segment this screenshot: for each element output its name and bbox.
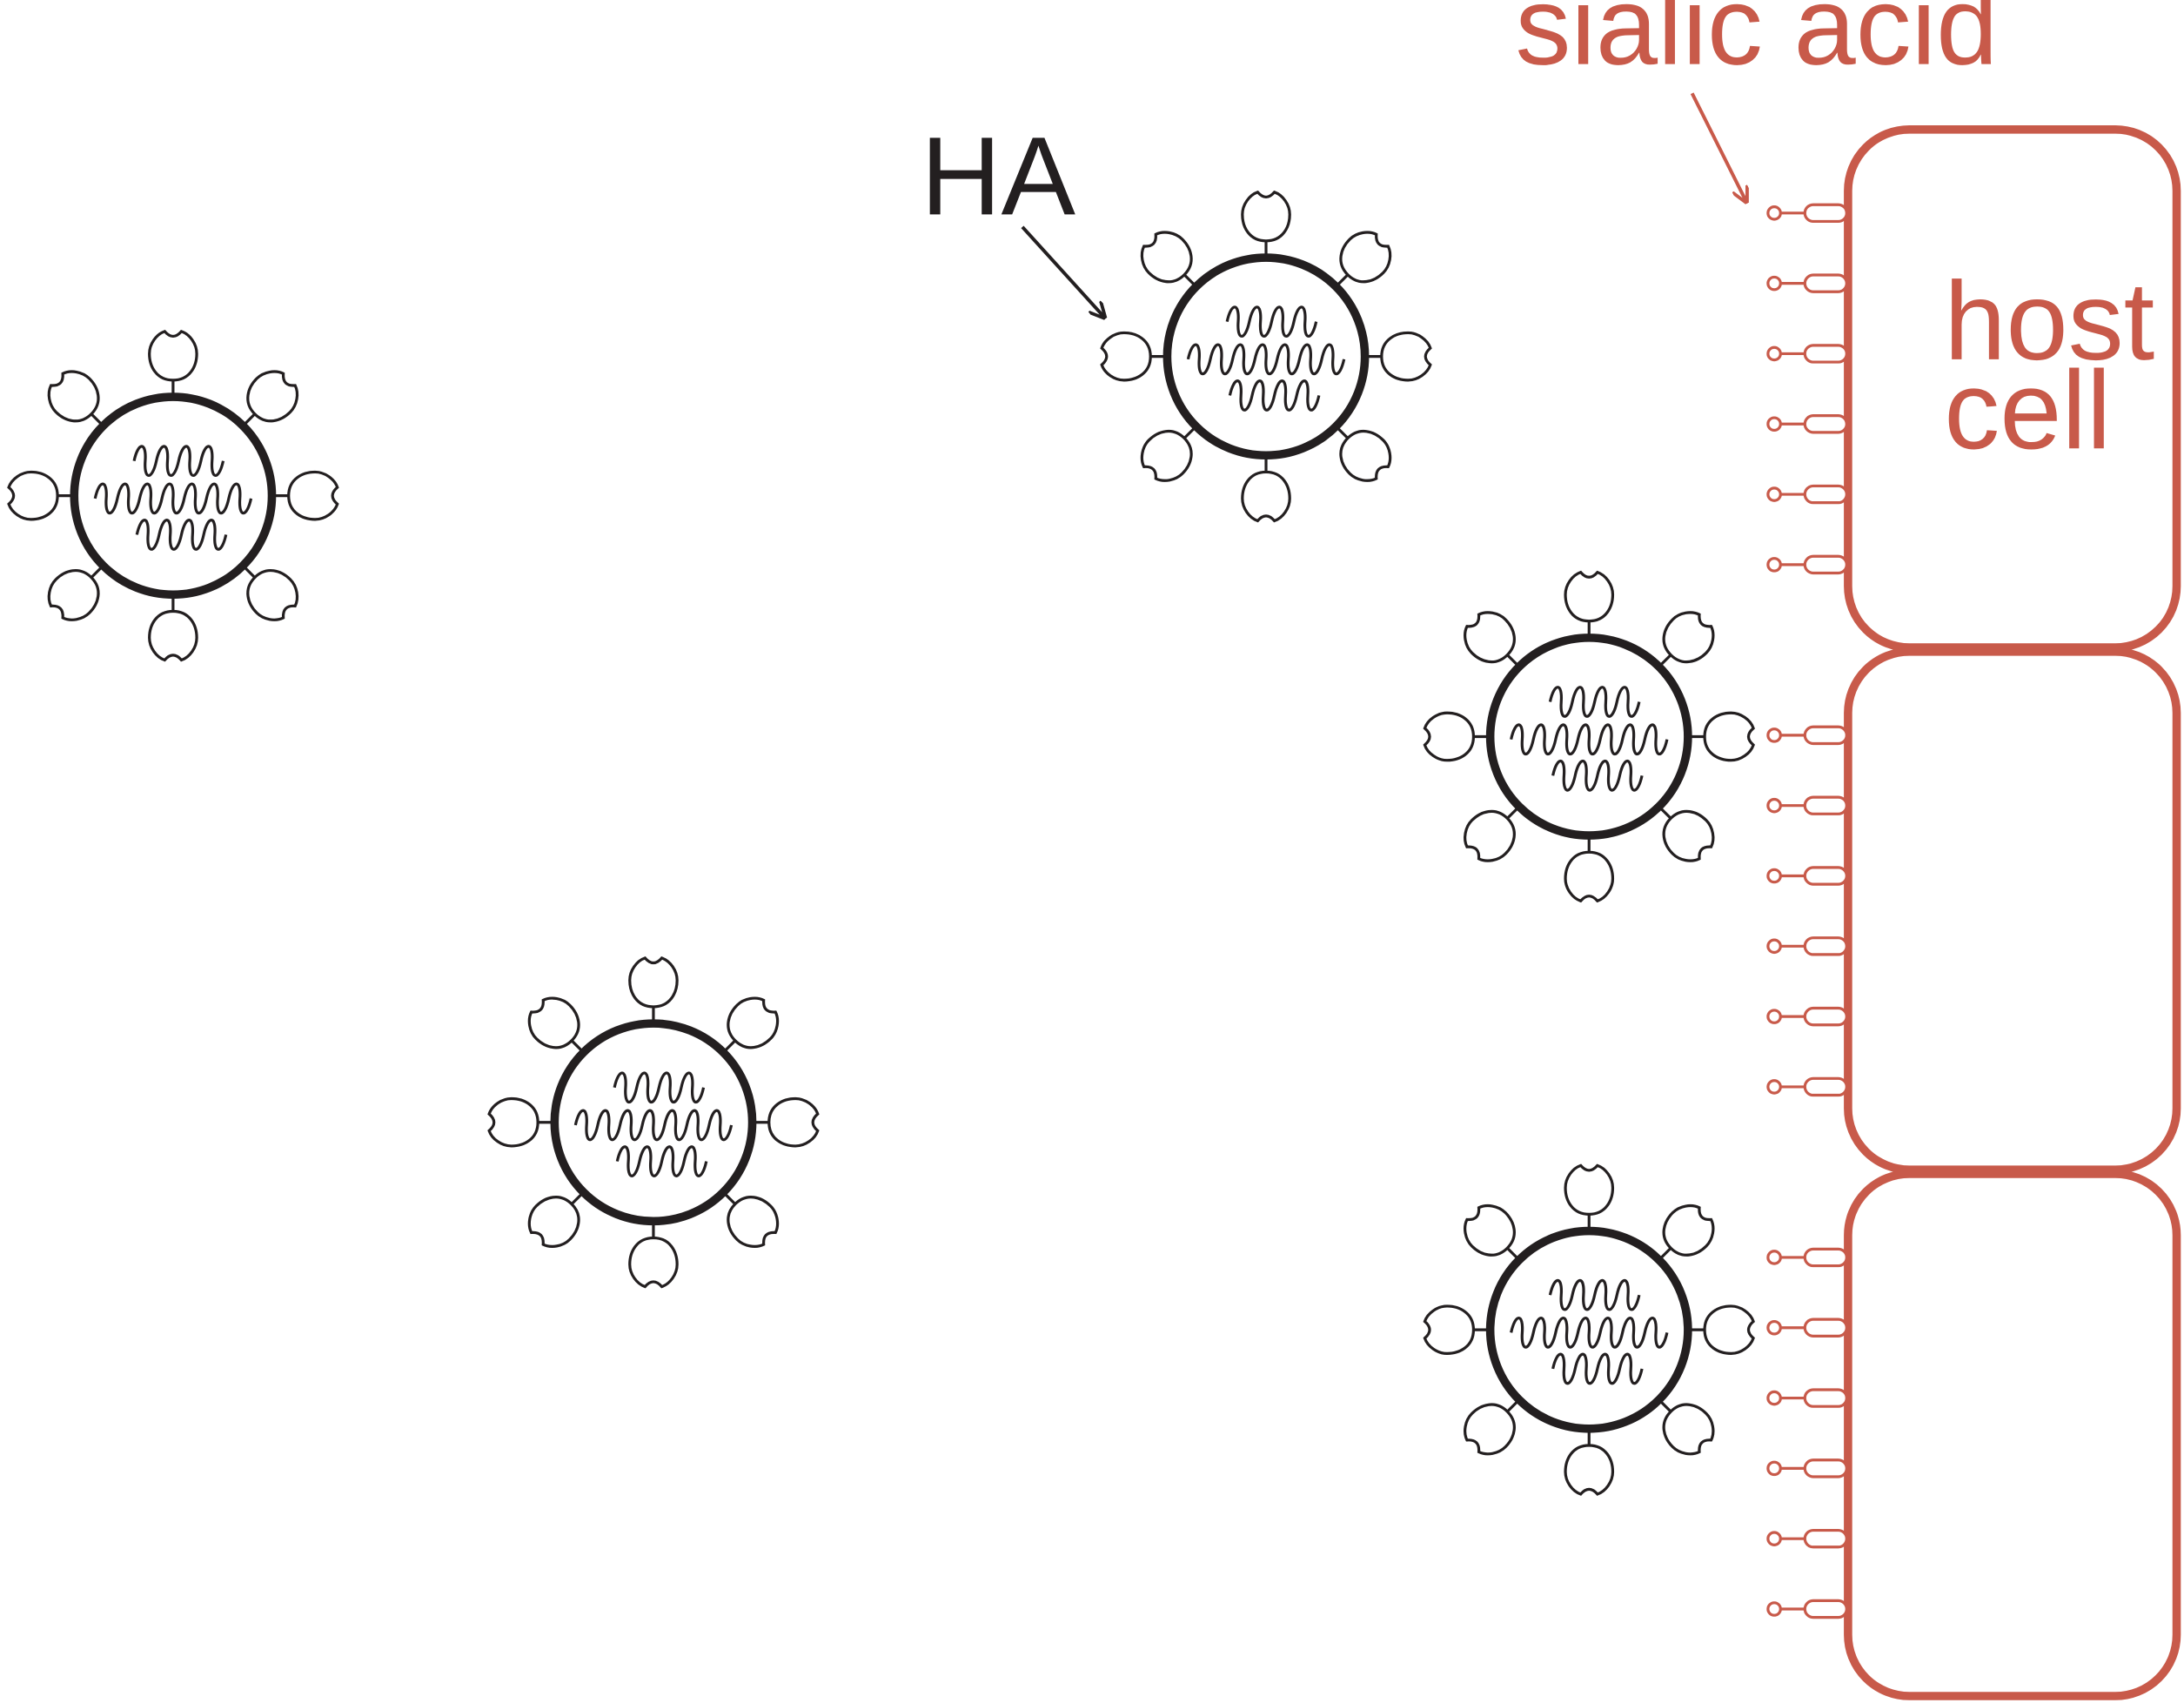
rna-strand xyxy=(1548,686,1641,718)
sialic-acid-receptor xyxy=(1766,725,1848,746)
sialic-acid-receptor xyxy=(1766,1458,1848,1478)
ha-spike xyxy=(1564,1163,1615,1231)
ha-spike xyxy=(1687,711,1755,762)
ha-spike xyxy=(752,1096,820,1148)
rna-strand xyxy=(1186,343,1346,376)
ha-spike xyxy=(527,1190,585,1248)
ha-spike xyxy=(271,470,339,521)
sialic-acid-receptor xyxy=(1766,866,1848,886)
sialic-acid-receptor xyxy=(1766,1528,1848,1549)
ha-spike xyxy=(1140,425,1197,482)
virus-particle xyxy=(1423,1163,1755,1496)
rna-strand xyxy=(1510,723,1669,756)
ha-spike xyxy=(47,564,104,621)
ha-spike xyxy=(242,564,299,621)
sialic-acid-receptor xyxy=(1766,484,1848,505)
ha-label: HA xyxy=(921,114,1075,238)
sialic-acid-receptor xyxy=(1766,554,1848,575)
ha-arrow xyxy=(1021,225,1104,318)
rna-strand xyxy=(613,1071,706,1104)
sialic-acid-receptor xyxy=(1766,1317,1848,1338)
sialic-acid-receptor xyxy=(1766,795,1848,815)
ha-spike xyxy=(1335,231,1392,288)
sialic-acid-receptor xyxy=(1766,1006,1848,1027)
sialic-acid-receptor xyxy=(1766,203,1848,224)
host-cell xyxy=(1766,125,2181,652)
ha-spike xyxy=(527,996,585,1054)
rna-strand xyxy=(615,1145,708,1177)
sialic-acid-receptor xyxy=(1766,1247,1848,1268)
host-cell-group xyxy=(1766,125,2181,1700)
virus-particle xyxy=(1100,190,1432,523)
ha-spike xyxy=(7,470,75,521)
ha-spike xyxy=(1100,331,1168,382)
ha-spike xyxy=(1464,1203,1521,1261)
rna-strand xyxy=(132,445,225,478)
rna-strand xyxy=(1548,1278,1641,1311)
rna-strand xyxy=(135,519,228,551)
sialic-acid-receptor xyxy=(1766,1599,1848,1619)
ha-spike xyxy=(1241,190,1291,258)
ha-spike xyxy=(1658,805,1715,862)
rna-strand xyxy=(1225,305,1318,339)
sialic-acid-receptor xyxy=(1766,936,1848,956)
rna-strand xyxy=(1228,379,1321,412)
ha-spike xyxy=(148,594,198,662)
rna-strand xyxy=(93,482,253,515)
sialic-acid-receptor xyxy=(1766,1076,1848,1097)
ha-spike xyxy=(1687,1304,1755,1355)
ha-spike xyxy=(1658,1203,1715,1261)
ha-spike xyxy=(1564,835,1615,903)
virus-particle xyxy=(1423,570,1755,903)
virus-particle xyxy=(7,329,339,662)
ha-spike xyxy=(1423,1304,1491,1355)
ha-spike xyxy=(1564,570,1615,638)
sialic-acid-receptor xyxy=(1766,344,1848,364)
rna-strand xyxy=(1551,759,1644,792)
host-cell-label-line2: cell xyxy=(1944,348,2111,473)
ha-spike xyxy=(148,329,198,398)
ha-spike xyxy=(1464,1398,1521,1456)
virus-particle xyxy=(487,956,820,1289)
rna-strand xyxy=(1510,1316,1669,1349)
host-cell xyxy=(1766,1170,2181,1700)
rna-strand xyxy=(1551,1352,1644,1385)
host-cell-label-line1: host xyxy=(1944,259,2154,384)
virus-group xyxy=(7,190,1755,1496)
sialic-acid-arrow xyxy=(1690,92,1746,202)
sialic-acid-receptor xyxy=(1766,1388,1848,1408)
rna-strand xyxy=(573,1109,734,1142)
host-cell xyxy=(1766,647,2181,1174)
ha-spike xyxy=(47,370,104,427)
ha-spike xyxy=(1423,711,1491,762)
ha-spike xyxy=(1364,331,1432,382)
ha-spike xyxy=(1241,455,1291,523)
sialic-acid-receptor xyxy=(1766,273,1848,293)
sialic-acid-label: sialic acid xyxy=(1515,0,1998,89)
ha-spike xyxy=(1564,1428,1615,1496)
ha-spike xyxy=(628,956,679,1024)
sialic-acid-receptor xyxy=(1766,414,1848,434)
ha-spike xyxy=(487,1096,555,1148)
ha-spike xyxy=(628,1221,679,1289)
